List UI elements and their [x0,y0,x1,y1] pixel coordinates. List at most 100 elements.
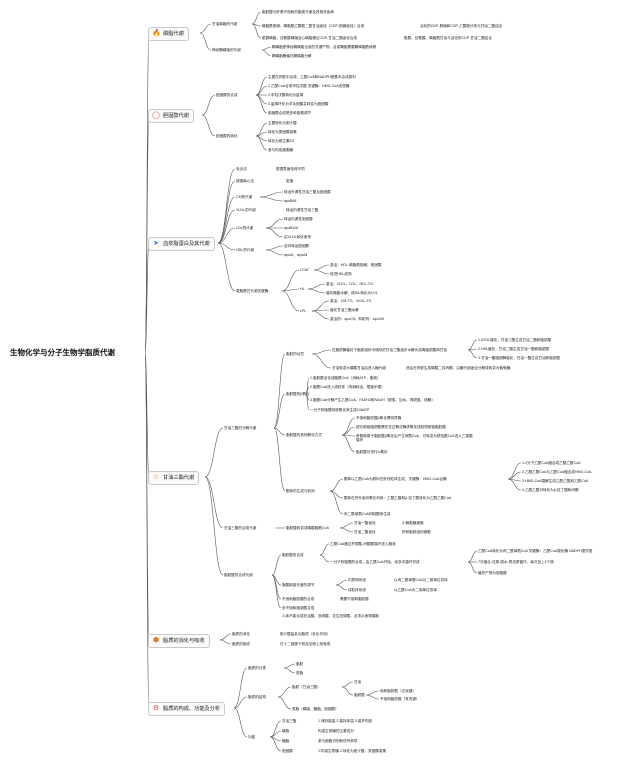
leaf[interactable]: 线粒体系统 [348,588,366,592]
leaf[interactable]: 3.HMG-CoA裂解生成乙酰乙酸和乙酰CoA [522,479,589,483]
leaf[interactable]: 以乙酰CoA为二碳单位供体 [394,588,437,592]
leaf[interactable]: 甘油一酯途径 [354,521,376,525]
leaf[interactable]: 催化甘油三酯水解 [330,308,359,312]
leaf[interactable]: 脂肪酸 [354,693,365,697]
group-glycerophospholipid[interactable]: 甘油磷脂的代谢 [212,22,238,26]
group-digestion[interactable]: 脂质的消化 [232,632,250,636]
leaf[interactable]: 3.脂酰CoA分解产生乙酰CoA、FADH2和NADH（脱氢、加水、再脱氢、硫解… [310,398,435,402]
leaf[interactable]: 一分子软脂酸的合成，由乙酰CoA开始，经多次循环完成 [330,560,420,564]
leaf[interactable]: 需要不饱和脂肪酸 [340,597,369,601]
leaf[interactable]: 激活：CM-TG、VLDL-TG [330,299,372,303]
leaf[interactable]: 3.鲨烯环化为羊毛固醇并转变为胆固醇 [268,102,329,106]
leaf[interactable]: 超长碳链脂肪酸需先在过氧化酶体氧化成较短碳链脂肪酸 [356,425,446,429]
leaf[interactable]: 1.ATGL催化，甘油三酯生成甘油二酯和脂肪酸 [478,338,552,342]
leaf[interactable]: 甘油三酯 [282,719,297,723]
leaf[interactable]: 甘油转变为磷酸甘油后进入糖代谢 [332,366,386,370]
leaf[interactable]: 乙酰CoA通过柠檬酸-丙酮酸循环进入胞液 [330,542,396,546]
leaf[interactable]: 催化磷脂水解，使IDL转化为LDL [326,291,378,295]
leaf[interactable]: 密度 [286,179,294,183]
leaf[interactable]: 脂肪酸可进行ω氧化 [356,450,388,454]
leaf[interactable]: 参与细胞识别和信号转导 [318,739,358,743]
sub-hl[interactable]: HL [300,287,305,291]
leaf[interactable]: 由VLDL转化而来 [284,235,311,239]
group-absorption[interactable]: 脂质的吸收 [232,642,250,646]
sub-unsaturated-fa[interactable]: 不饱和脂肪酸的合成 [282,597,315,601]
leaf[interactable]: 类脂（磷脂、糖脂、胆固醇） [292,707,339,711]
leaf[interactable]: 胆固醇 [282,749,293,753]
leaf[interactable]: apoAⅠ、apoAⅡ [284,253,308,257]
leaf[interactable]: 激活：VLDL、LDL、HDL-TG [326,282,373,286]
group-sphingomyelin[interactable]: 神经鞘磷脂的代谢 [212,48,241,52]
leaf[interactable]: 促进HDL成熟 [330,272,352,276]
group-fatty-acid-synthesis[interactable]: 脂肪酸的合成代谢 [224,573,253,577]
leaf[interactable]: apoB100 [284,226,299,230]
leaf[interactable]: 7次缩合-还原-脱水-再还原循环，每次加上2个碳 [478,560,554,564]
root-topic[interactable]: 生物化学与分子生物学脂质代谢 [10,348,115,357]
leaf[interactable]: 酮体以乙酰CoA为原料在肝线粒体生成，关键酶：HMG-CoA合酶 [344,477,447,481]
sub-beta-oxidation[interactable]: 脂肪酸的β氧化 [286,392,310,396]
leaf[interactable]: 奇数碳原子脂肪酸β氧化后产生丙酰CoA，可转变为琥珀酰CoA进入三羧酸循环 [356,434,473,443]
branch-triglyceride-metabolism[interactable]: ☆ 甘油三酯代谢 [148,471,200,485]
sub-pufa[interactable]: 多不饱和脂肪酸合成 [282,606,315,610]
leaf[interactable]: 脂肪酸与肝素不饱和的脂类代谢及其相关疾病 [262,10,334,14]
leaf[interactable]: 1.储存能量 2.保持体温 3.保护内脏 [318,719,373,723]
leaf[interactable]: 肌醇、丝氨酸、磷脂酰甘油与活化的CDP-甘油二酯结合 [404,36,492,40]
group-ultracentrifugation[interactable]: 超速离心法 [236,179,254,183]
leaf[interactable]: 鞘磷脂是神经鞘磷脂合成的关键产物，合成鞘脂需要鞘磷脂酰转移 [272,45,377,49]
branch-plasma-lipoprotein[interactable]: ➤ 血浆脂蛋白及其代谢 [148,237,215,251]
leaf[interactable]: 转化为类固醇激素 [268,130,297,134]
leaf[interactable]: 甘油二酯途径 [354,530,376,534]
leaf[interactable]: 构成生物膜的主要成分 [318,729,354,733]
leaf[interactable]: 主要在肝脏中合成，乙酰CoA和NADPH是基本合成原料 [268,75,356,79]
sub-ketone-bodies[interactable]: 酮体的生成与利用 [286,489,315,493]
branch-lipid-structure-function[interactable]: ⚙ 脂质的构成、功能及分析 [148,702,226,716]
leaf[interactable]: 转运外源性甘油三酯及胆固醇 [284,190,331,194]
leaf[interactable]: 1.乙酰CoA合成甲羟戊酸 关键酶：HMG-CoA还原酶 [268,84,350,88]
leaf[interactable]: 逆向转运胆固醇 [284,244,310,248]
leaf[interactable]: 4.乙酰乙酸可转化为β-羟丁酸和丙酮 [522,488,579,492]
leaf[interactable]: 1.2分子乙酰CoA缩合成乙酰乙酰CoA [522,461,581,465]
group-cholesterol-conversion[interactable]: 胆固醇的转化 [216,134,238,138]
leaf[interactable]: 1.脂肪酸活化成脂酰CoA（消耗ATP，胞液） [310,376,381,380]
leaf[interactable]: 不饱和脂肪酸（有双键） [380,697,420,701]
group-function[interactable]: 功能 [248,735,256,739]
leaf[interactable]: 1.构成生物膜 2.转化为胆汁酸、类固醇激素 [318,749,387,753]
leaf[interactable]: 以丙二酰单酰CoA为二碳单位供体 [394,578,448,582]
leaf[interactable]: 甘油 [354,680,362,684]
sub-fat-mobilization[interactable]: 脂肪的动员 [286,352,304,356]
leaf[interactable]: 在十二指肠下段及空肠上段吸收 [280,642,331,646]
leaf[interactable]: 2.HSL催化，甘油二酯生成甘油一酯和脂肪酸 [478,347,550,351]
leaf[interactable]: 鞘磷脂酶催化鞘磷脂分解 [272,54,312,58]
group-structure[interactable]: 脂质的结构 [248,695,266,699]
group-tg-catabolism[interactable]: 甘油三酯的分解代谢 [224,426,257,430]
leaf[interactable]: 不饱和脂肪酸β氧化需特异酶 [356,416,402,420]
group-cholesterol-synthesis[interactable]: 胆固醇的合成 [216,93,238,97]
leaf[interactable]: 胆汁酸盐乳化脂质（乳化作用） [280,632,331,636]
leaf[interactable]: 肌醇磷脂、丝氨酸磷脂及心磷脂通过CDP-甘油二酯途径合成 [262,36,358,40]
leaf[interactable]: 类脂 [296,671,304,675]
leaf[interactable]: 小肠黏膜细胞 [402,521,424,525]
group-tg-anabolism[interactable]: 甘油三酯的合成代谢 [224,526,257,530]
leaf[interactable]: 乙酰CoA转化为丙二酰单酰CoA 关键酶：乙酰CoA羧化酶 NADPH提供氢 [478,549,593,553]
leaf[interactable]: 在脂肪酶催化下脂肪组织中储存的甘油三酯逐步水解为游离脂肪酸和甘油 [332,348,447,352]
branch-cholesterol-metabolism[interactable]: ◯ 胆固醇代谢 [148,109,194,123]
leaf[interactable]: 3.甘油一酯脂肪酶催化，甘油一酯生成甘油和脂肪酸 [478,356,561,360]
leaf[interactable]: 丙二酰单酰CoA抑制酮体生成 [344,512,391,516]
sub-lcat[interactable]: LCAT [300,268,309,272]
leaf[interactable]: 主要转化为胆汁酸 [268,121,297,125]
branch-phospholipid-metabolism[interactable]: 🔥 磷脂代谢 [148,27,189,41]
leaf[interactable]: 一分子软脂酸彻底氧化净生成106ATP [310,408,370,412]
leaf[interactable]: 2.甲羟戊酸转化为鲨烯 [268,93,304,97]
leaf[interactable]: 酮体在肝外组织氧化利用：乙酰乙酸和β-羟丁酸转化为乙酰乙酰CoA [344,496,452,500]
leaf[interactable]: 最终产物为软脂酸 [478,571,507,575]
group-cm-metabolism[interactable]: CM的代谢 [236,195,253,199]
leaf[interactable]: 脂肪 [296,662,304,666]
leaf[interactable]: 胆固醇合成受多种因素调节 [268,111,312,115]
group-hdl-metabolism[interactable]: HDL的代谢 [236,248,254,252]
leaf[interactable]: 2.脂酰CoA进入线粒体（肉碱转运，限速步骤） [310,385,385,389]
leaf[interactable]: 糖脂 [282,739,290,743]
group-vldl-metabolism[interactable]: VLDL的代谢 [236,208,256,212]
leaf[interactable]: 饱和脂肪酸（无双键） [380,689,416,693]
leaf[interactable]: 参与构成细胞膜 [268,148,294,152]
leaf[interactable]: 激活剂：apoCⅡ；抑制剂：apoCⅢ [330,317,384,321]
